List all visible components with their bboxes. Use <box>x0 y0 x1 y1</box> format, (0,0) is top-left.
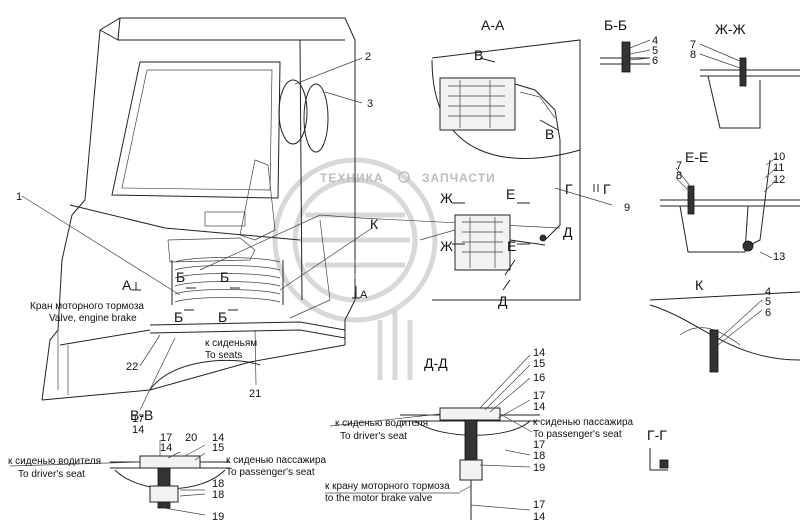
caption-seats-en: To seats <box>205 350 242 361</box>
section-title-vv: В-В <box>130 407 153 423</box>
section-gg <box>649 448 669 471</box>
section-zhzh <box>699 43 800 129</box>
view-mark-d2: Д <box>498 293 508 309</box>
dd-caption-driver-en: To driver's seat <box>340 431 407 442</box>
callout-22: 22 <box>126 361 138 373</box>
vv-callout-14a: 14 <box>132 424 144 436</box>
caption-seats-ru: к сиденьям <box>205 338 257 349</box>
view-mark-g2: Г <box>603 181 611 197</box>
dd-caption-pass-ru: к сиденью пассажира <box>533 417 634 428</box>
callout-3: 3 <box>367 98 373 110</box>
callout-21: 21 <box>249 388 261 400</box>
dd-caption-brake-en: to the motor brake valve <box>325 493 433 504</box>
view-mark-a-left: А <box>122 277 132 293</box>
vv-callout-14c: 14 <box>212 432 224 444</box>
vv-callout-18b: 18 <box>212 489 224 501</box>
section-dd <box>329 354 540 520</box>
ee-callout-12: 12 <box>773 174 785 186</box>
vv-caption-pass-en: To passenger's seat <box>226 467 315 478</box>
vv-callout-17a: 17 <box>132 413 144 425</box>
dd-caption-brake-ru: к крану моторного тормоза <box>325 481 450 492</box>
section-ee <box>660 157 800 259</box>
view-k <box>649 291 801 373</box>
dd-callout-18: 18 <box>533 450 545 462</box>
callout-1: 1 <box>16 191 22 203</box>
dd-callout-19: 19 <box>533 462 545 474</box>
view-mark-zh1: Ж <box>440 190 453 206</box>
seat-bellows <box>171 257 284 305</box>
section-title-zhzh: Ж-Ж <box>715 21 746 37</box>
ee-callout-7: 7 <box>676 160 682 172</box>
vv-caption-pass-ru: к сиденью пассажира <box>226 455 327 466</box>
ee-callout-13: 13 <box>773 251 785 263</box>
dd-callout-15: 15 <box>533 358 545 370</box>
bb-callout-6: 6 <box>652 55 658 67</box>
dd-caption-pass-en: To passenger's seat <box>533 429 622 440</box>
section-title-gg: Г-Г <box>647 427 667 443</box>
view-mark-e1: Е <box>506 186 515 202</box>
dd-callout-16: 16 <box>533 372 545 384</box>
vv-callout-15: 15 <box>212 442 224 454</box>
zh-callout-7: 7 <box>690 39 696 51</box>
section-title-bb: Б-Б <box>604 17 627 33</box>
callout-2: 2 <box>365 51 371 63</box>
view-mark-b2: Б <box>220 269 229 285</box>
view-mark-k: К <box>370 216 379 232</box>
k-callout-6: 6 <box>765 307 771 319</box>
section-title-k: К <box>695 277 704 293</box>
dd-caption-driver-ru: к сиденью водителя <box>335 418 428 429</box>
caption-brake-en: Valve, engine brake <box>49 313 137 324</box>
view-mark-d1: Д <box>563 224 573 240</box>
callout-9: 9 <box>624 202 630 214</box>
view-mark-e2: Е <box>507 238 516 254</box>
dd-callout-14a: 14 <box>533 347 545 359</box>
dd-callout-17c: 17 <box>533 499 545 511</box>
vv-callout-14b: 14 <box>160 442 172 454</box>
section-title-aa: А-А <box>481 17 505 33</box>
view-mark-v1: В <box>474 47 483 63</box>
dd-callout-14b: 14 <box>533 401 545 413</box>
section-title-dd: Д-Д <box>424 355 448 371</box>
cab-view <box>41 17 561 401</box>
k-callout-4: 4 <box>765 286 771 298</box>
vv-callout-20: 20 <box>185 432 197 444</box>
section-aa <box>419 39 581 301</box>
zh-callout-8: 8 <box>690 49 696 61</box>
bb-callout-4: 4 <box>652 35 658 47</box>
wheat-emblem <box>377 310 413 380</box>
vv-caption-driver-en: To driver's seat <box>18 469 85 480</box>
dd-callout-17b: 17 <box>533 439 545 451</box>
ee-callout-11: 11 <box>773 162 784 174</box>
vv-caption-driver-ru: к сиденью водителя <box>8 456 101 467</box>
ee-callout-8: 8 <box>676 170 682 182</box>
watermark-text-left: ТЕХНИКА <box>320 171 384 185</box>
bb-callout-5: 5 <box>652 45 658 57</box>
view-mark-g1: Г <box>565 181 573 197</box>
k-callout-5: 5 <box>765 296 771 308</box>
ee-callout-10: 10 <box>773 151 785 163</box>
dd-callout-17a: 17 <box>533 390 545 402</box>
vv-callout-18a: 18 <box>212 478 224 490</box>
view-mark-a-mid: А <box>360 289 368 301</box>
view-mark-b3: Б <box>174 309 183 325</box>
view-mark-b1: Б <box>176 269 185 285</box>
gear-icon <box>398 171 410 183</box>
watermark-text-right: ЗАПЧАСТИ <box>422 171 496 185</box>
view-mark-v2: В <box>545 126 554 142</box>
vv-callout-17b: 17 <box>160 432 172 444</box>
view-mark-b4: Б <box>218 309 227 325</box>
section-bb <box>600 39 651 73</box>
dd-callout-14c: 14 <box>533 511 545 523</box>
section-title-ee: Е-Е <box>685 149 708 165</box>
section-vv <box>9 440 230 516</box>
vv-callout-19: 19 <box>212 511 224 523</box>
main-leaders <box>21 57 613 411</box>
view-mark-zh2: Ж <box>440 238 453 254</box>
caption-brake-ru: Кран моторного тормоза <box>30 301 144 312</box>
